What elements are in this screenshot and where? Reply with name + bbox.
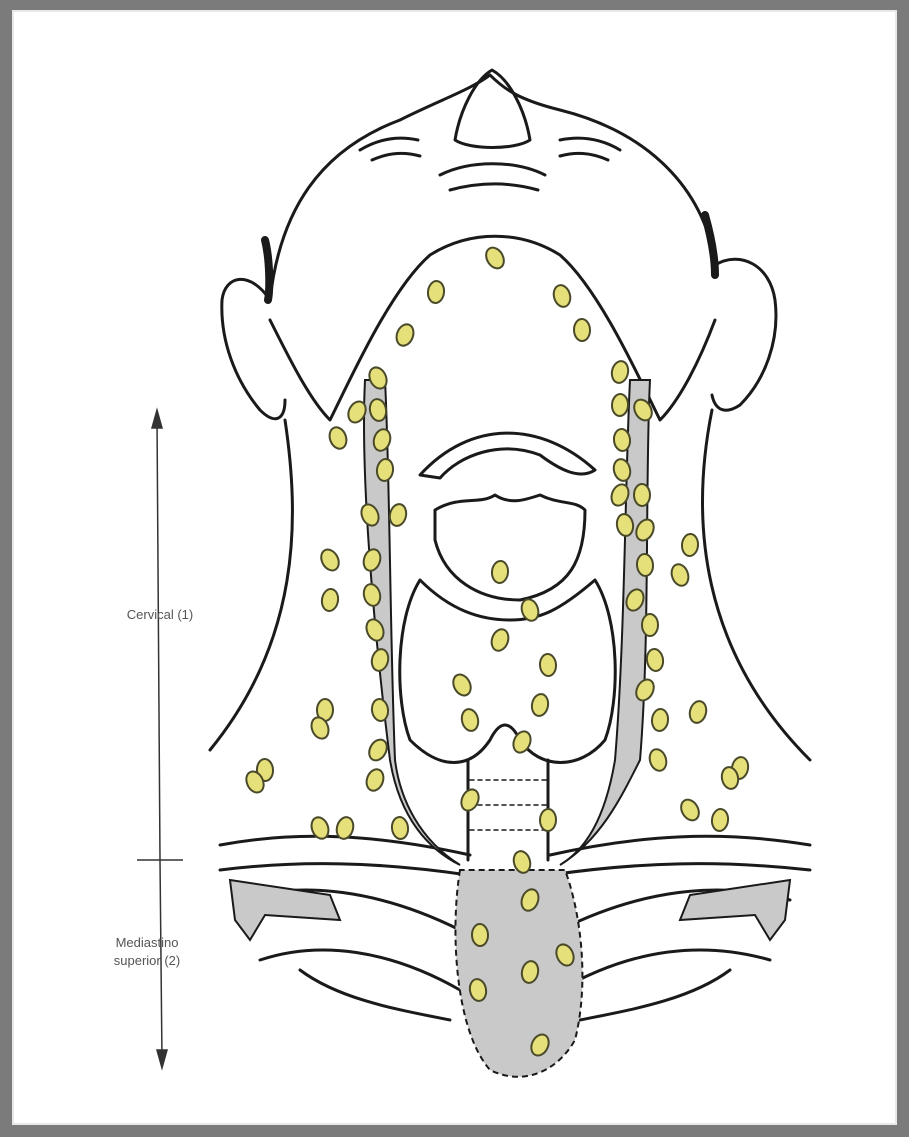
lymph-node [489,627,511,653]
mediastinal-label-line2: superior (2) [92,952,202,970]
hyoid-bone [420,433,595,478]
lymph-node [551,283,572,309]
lymph-node [320,588,339,612]
cervical-extent-line [157,418,160,860]
lymph-node [711,808,730,832]
lymph-node [642,614,658,636]
mediastinal-label-line1: Mediastino [92,934,202,952]
lymph-node [687,699,708,724]
lymph-node [530,693,550,717]
cervical-level-label: Cervical (1) [100,606,220,624]
left-ear [222,279,285,418]
thyroid-cartilage [435,495,585,600]
lymph-node [669,562,691,588]
lymph-node [574,319,591,342]
lymph-node [540,809,557,832]
lymph-node [645,648,664,672]
trachea [468,760,548,860]
arrow-up-icon [152,410,162,428]
lymph-node [450,672,474,699]
lymph-node [611,394,628,417]
lymph-node [651,708,669,732]
mouth [440,164,545,190]
lymph-node [427,280,446,304]
sternocleidomastoid-muscles [364,380,650,865]
lymph-node [483,244,508,271]
right-ear [712,259,776,410]
lymph-node [539,653,556,676]
mediastinum-zone [455,870,582,1077]
lymph-node [678,796,703,823]
nose [455,70,530,148]
neck-left-side [210,420,292,750]
lymph-node [634,484,650,506]
lymph-node [491,560,509,583]
lymph-node [394,322,417,348]
mediastinal-level-label: Mediastino superior (2) [92,934,202,970]
neck-right-side [703,410,810,760]
lymph-node [647,747,669,773]
left-eye [360,138,420,160]
lymph-node [327,425,350,451]
lymph-node [681,533,698,556]
thyroid-gland [400,580,615,763]
lymph-node [388,502,409,527]
lymph-node [636,553,654,576]
lymph-node [460,707,481,732]
lymph-node [458,787,482,814]
arrow-down-icon [157,1050,167,1068]
lymph-node [318,547,342,574]
lymph-node [364,767,387,793]
lymph-node [391,816,410,840]
right-eye [560,138,620,160]
lymph-node [472,924,489,947]
lymph-node [610,360,630,385]
